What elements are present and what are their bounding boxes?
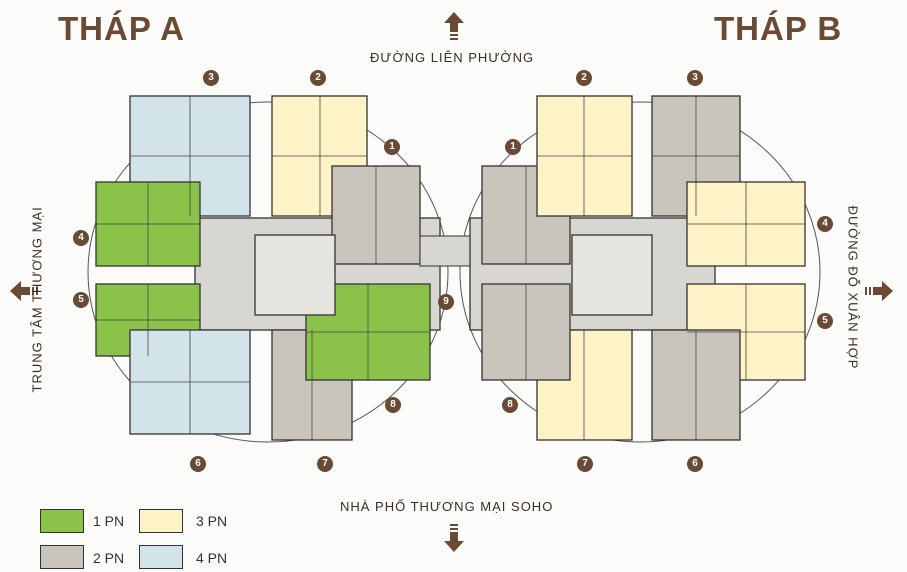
unit-marker: 1 — [384, 139, 400, 155]
street-top-label: ĐƯỜNG LIÊN PHƯỜNG — [370, 50, 535, 65]
legend-label-4pn: 4 PN — [196, 550, 228, 566]
street-right-label: ĐƯỜNG ĐỖ XUÂN HỢP — [845, 205, 861, 370]
unit-marker: 6 — [190, 456, 206, 472]
unit-marker: 3 — [687, 70, 703, 86]
tower-b-title: THÁP B — [714, 10, 843, 47]
unit-marker: 4 — [817, 216, 833, 232]
unit-marker: 2 — [310, 70, 326, 86]
legend-swatch-4pn — [139, 545, 183, 569]
unit-marker: 6 — [687, 456, 703, 472]
unit-marker: 1 — [505, 139, 521, 155]
unit-marker: 2 — [576, 70, 592, 86]
unit-marker: 7 — [317, 456, 333, 472]
unit-marker: 4 — [73, 230, 89, 246]
unit-marker: 5 — [817, 313, 833, 329]
unit-marker: 3 — [203, 70, 219, 86]
legend-label-3pn: 3 PN — [196, 513, 228, 529]
legend-label-2pn: 2 PN — [93, 550, 125, 566]
unit-marker: 8 — [502, 397, 518, 413]
unit-marker: 5 — [73, 292, 89, 308]
legend-swatch-3pn — [139, 509, 183, 533]
unit-marker: 9 — [438, 294, 454, 310]
arrow-right-icon — [865, 281, 893, 301]
tower-a-title: THÁP A — [58, 10, 186, 47]
unit-marker: 8 — [385, 397, 401, 413]
legend-swatch-1pn — [40, 509, 84, 533]
arrow-down-icon — [444, 524, 464, 552]
street-bottom-label: NHÀ PHỐ THƯƠNG MẠI SOHO — [340, 499, 554, 514]
unit-marker: 7 — [577, 456, 593, 472]
legend-swatch-2pn — [40, 545, 84, 569]
legend-label-1pn: 1 PN — [93, 513, 125, 529]
street-left-label: TRUNG TÂM THƯƠNG MẠI — [29, 206, 45, 393]
arrow-up-icon — [444, 12, 464, 40]
arrow-left-icon — [10, 281, 38, 301]
